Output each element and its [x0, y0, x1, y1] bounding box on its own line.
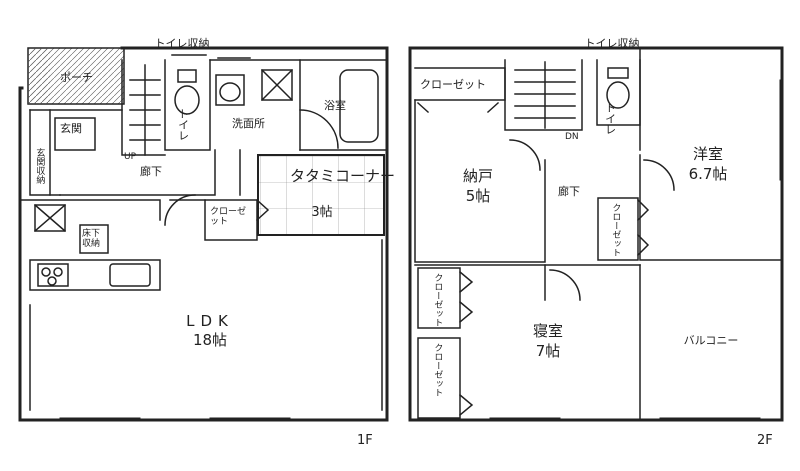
- first-floor-toilet-storage-label: トイレ収納: [154, 37, 210, 50]
- first-floor-hall-label: 廊下: [140, 165, 162, 178]
- western-room-label: 洋室: [692, 145, 724, 163]
- second-floor-closet-left-top-label: クローゼット: [432, 273, 443, 327]
- tatami-corner-label: タタミコーナー: [290, 167, 396, 185]
- floor-storage-label: 床下収納: [82, 229, 101, 250]
- washroom-label: 洗面所: [232, 117, 265, 130]
- second-floor-closet-top-label: クローゼット: [420, 78, 486, 91]
- stairs-up-label: UP: [124, 152, 137, 162]
- ldk-size-label: 18帖: [192, 331, 228, 349]
- second-floor-toilet-label: トイレ: [603, 102, 617, 135]
- storeroom-label: 納戸: [462, 167, 494, 185]
- storeroom-size-label: 5帖: [465, 187, 491, 205]
- second-floor-toilet-storage-label: トイレ収納: [584, 37, 640, 50]
- stairs-dn-label: DN: [565, 132, 579, 142]
- ldk-label: LDK: [186, 312, 234, 330]
- second-floor-tag: 2F: [757, 433, 773, 448]
- toilet-label: トイレ: [176, 108, 190, 141]
- bedroom-label: 寝室: [532, 322, 564, 340]
- first-floor-tag: 1F: [357, 433, 373, 448]
- second-floor-walls: [408, 46, 784, 422]
- tatami-corner: [257, 154, 385, 236]
- second-floor-closet-left-bottom-label: クローゼット: [432, 343, 443, 397]
- western-room-size-label: 6.7帖: [688, 165, 728, 183]
- second-floor-hall-label: 廊下: [558, 185, 580, 198]
- bath-label: 浴室: [324, 99, 346, 112]
- balcony-label: バルコニー: [683, 334, 739, 347]
- entrance-label: 玄関: [60, 122, 82, 135]
- porch-label: ポーチ: [60, 71, 93, 84]
- bedroom-size-label: 7帖: [535, 342, 561, 360]
- tatami-size-label: 3帖: [311, 205, 333, 220]
- first-floor-closet-label: クローゼット: [210, 207, 247, 228]
- shoe-closet-label: 玄関収納: [34, 148, 45, 184]
- first-floor-walls: [18, 46, 389, 422]
- second-floor-closet-right-label: クローゼット: [610, 203, 621, 257]
